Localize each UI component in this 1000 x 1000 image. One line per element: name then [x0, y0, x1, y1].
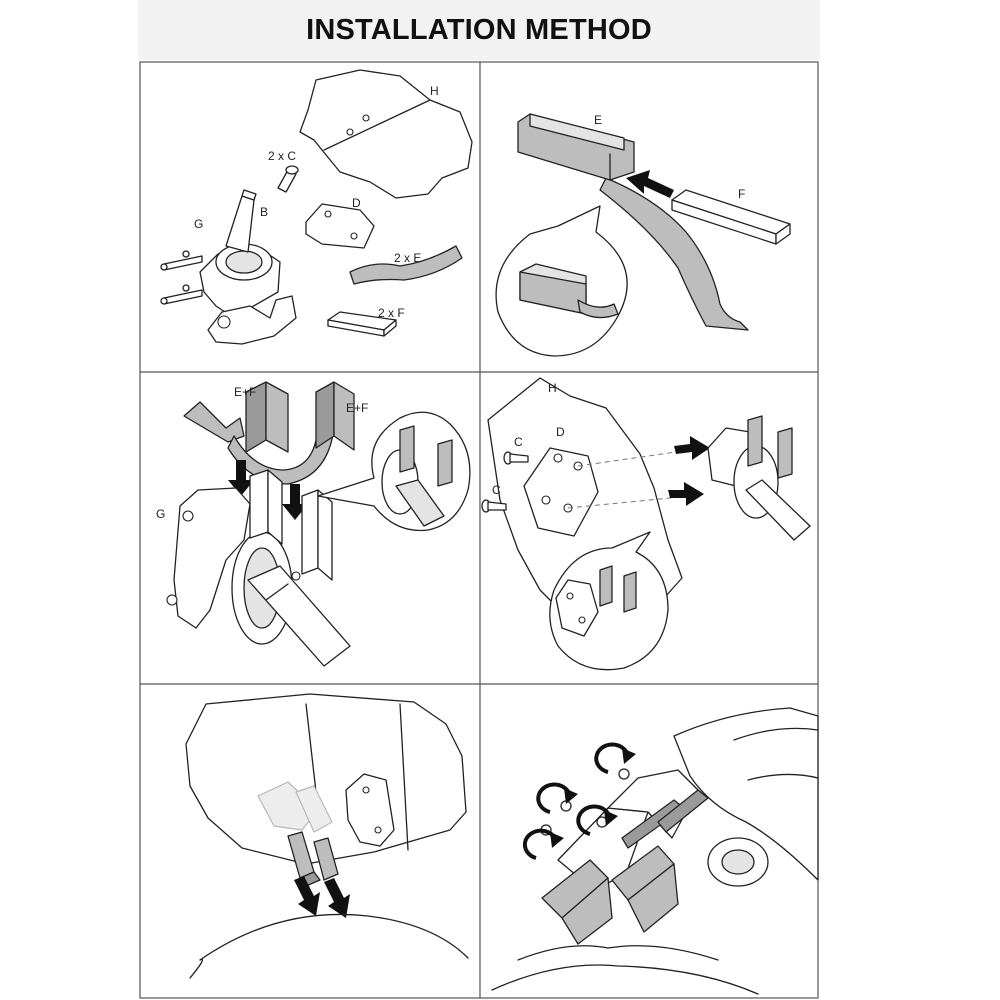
label-c-lower: C — [492, 483, 501, 497]
bracket-step6 — [491, 769, 759, 995]
label-h-step4: H — [548, 381, 557, 395]
header-bar: INSTALLATION METHOD — [138, 0, 820, 60]
step-2-insert-pad-into-strip: E F — [495, 113, 791, 357]
channel-part-e — [517, 113, 635, 181]
pad-part-f — [327, 311, 397, 337]
strip-part-e — [349, 245, 463, 285]
page-title: INSTALLATION METHOD — [306, 13, 652, 46]
label-g-step3: G — [156, 507, 165, 521]
bracket-part-g — [166, 469, 351, 667]
label-b: B — [260, 205, 268, 219]
installation-steps-diagram: H 2 x C D 2 x E — [139, 61, 819, 999]
step-6-tighten-bolts — [491, 707, 819, 995]
label-2x-c: 2 x C — [268, 149, 296, 163]
step-3-attach-to-bracket: E+F E+F G — [156, 381, 471, 667]
rotate-arrow-2 — [536, 782, 578, 814]
bracket-assembly-g — [160, 189, 297, 345]
label-d: D — [352, 196, 361, 210]
plate-step5 — [345, 773, 395, 847]
right-arrow-lower — [668, 482, 704, 506]
label-c-upper: C — [514, 435, 523, 449]
rotate-arrow-1 — [522, 828, 564, 860]
label-e-plus-f-right: E+F — [346, 401, 368, 415]
step-1-parts-overview: H 2 x C D 2 x E — [160, 69, 473, 345]
insert-arrow — [626, 170, 674, 198]
down-arrow-left — [228, 460, 254, 496]
label-e-plus-f-left: E+F — [234, 385, 256, 399]
plate-part-d — [305, 203, 375, 249]
rotate-arrow-4 — [594, 742, 636, 774]
instruction-sheet: INSTALLATION METHOD H 2 x C — [138, 0, 820, 1000]
down-arrow-step5-right — [324, 878, 350, 918]
detail-callout-step2 — [495, 205, 628, 357]
rotate-arrow-3 — [576, 804, 618, 836]
bracket-step4 — [707, 415, 811, 541]
label-e: E — [594, 113, 602, 127]
label-d-step4: D — [556, 425, 565, 439]
bolt-c-lower — [481, 499, 507, 513]
bolt-c-upper — [503, 451, 529, 465]
bolt-part-c — [277, 165, 299, 193]
down-arrow-step5-left — [294, 876, 320, 916]
windshield-part-h — [299, 69, 473, 199]
label-f: F — [738, 187, 745, 201]
detail-callout-step4 — [549, 531, 669, 671]
label-2x-e: 2 x E — [394, 251, 421, 265]
panel-grid — [139, 61, 819, 999]
step-4-mount-plate: H D C C — [481, 377, 811, 671]
right-arrow-upper — [674, 436, 710, 460]
label-h: H — [430, 84, 439, 98]
step-5-insert-into-screen — [185, 693, 469, 979]
detail-callout-step3 — [317, 411, 471, 532]
label-2x-f: 2 x F — [378, 306, 405, 320]
pad-part-f-step2 — [671, 189, 791, 245]
label-g: G — [194, 217, 203, 231]
